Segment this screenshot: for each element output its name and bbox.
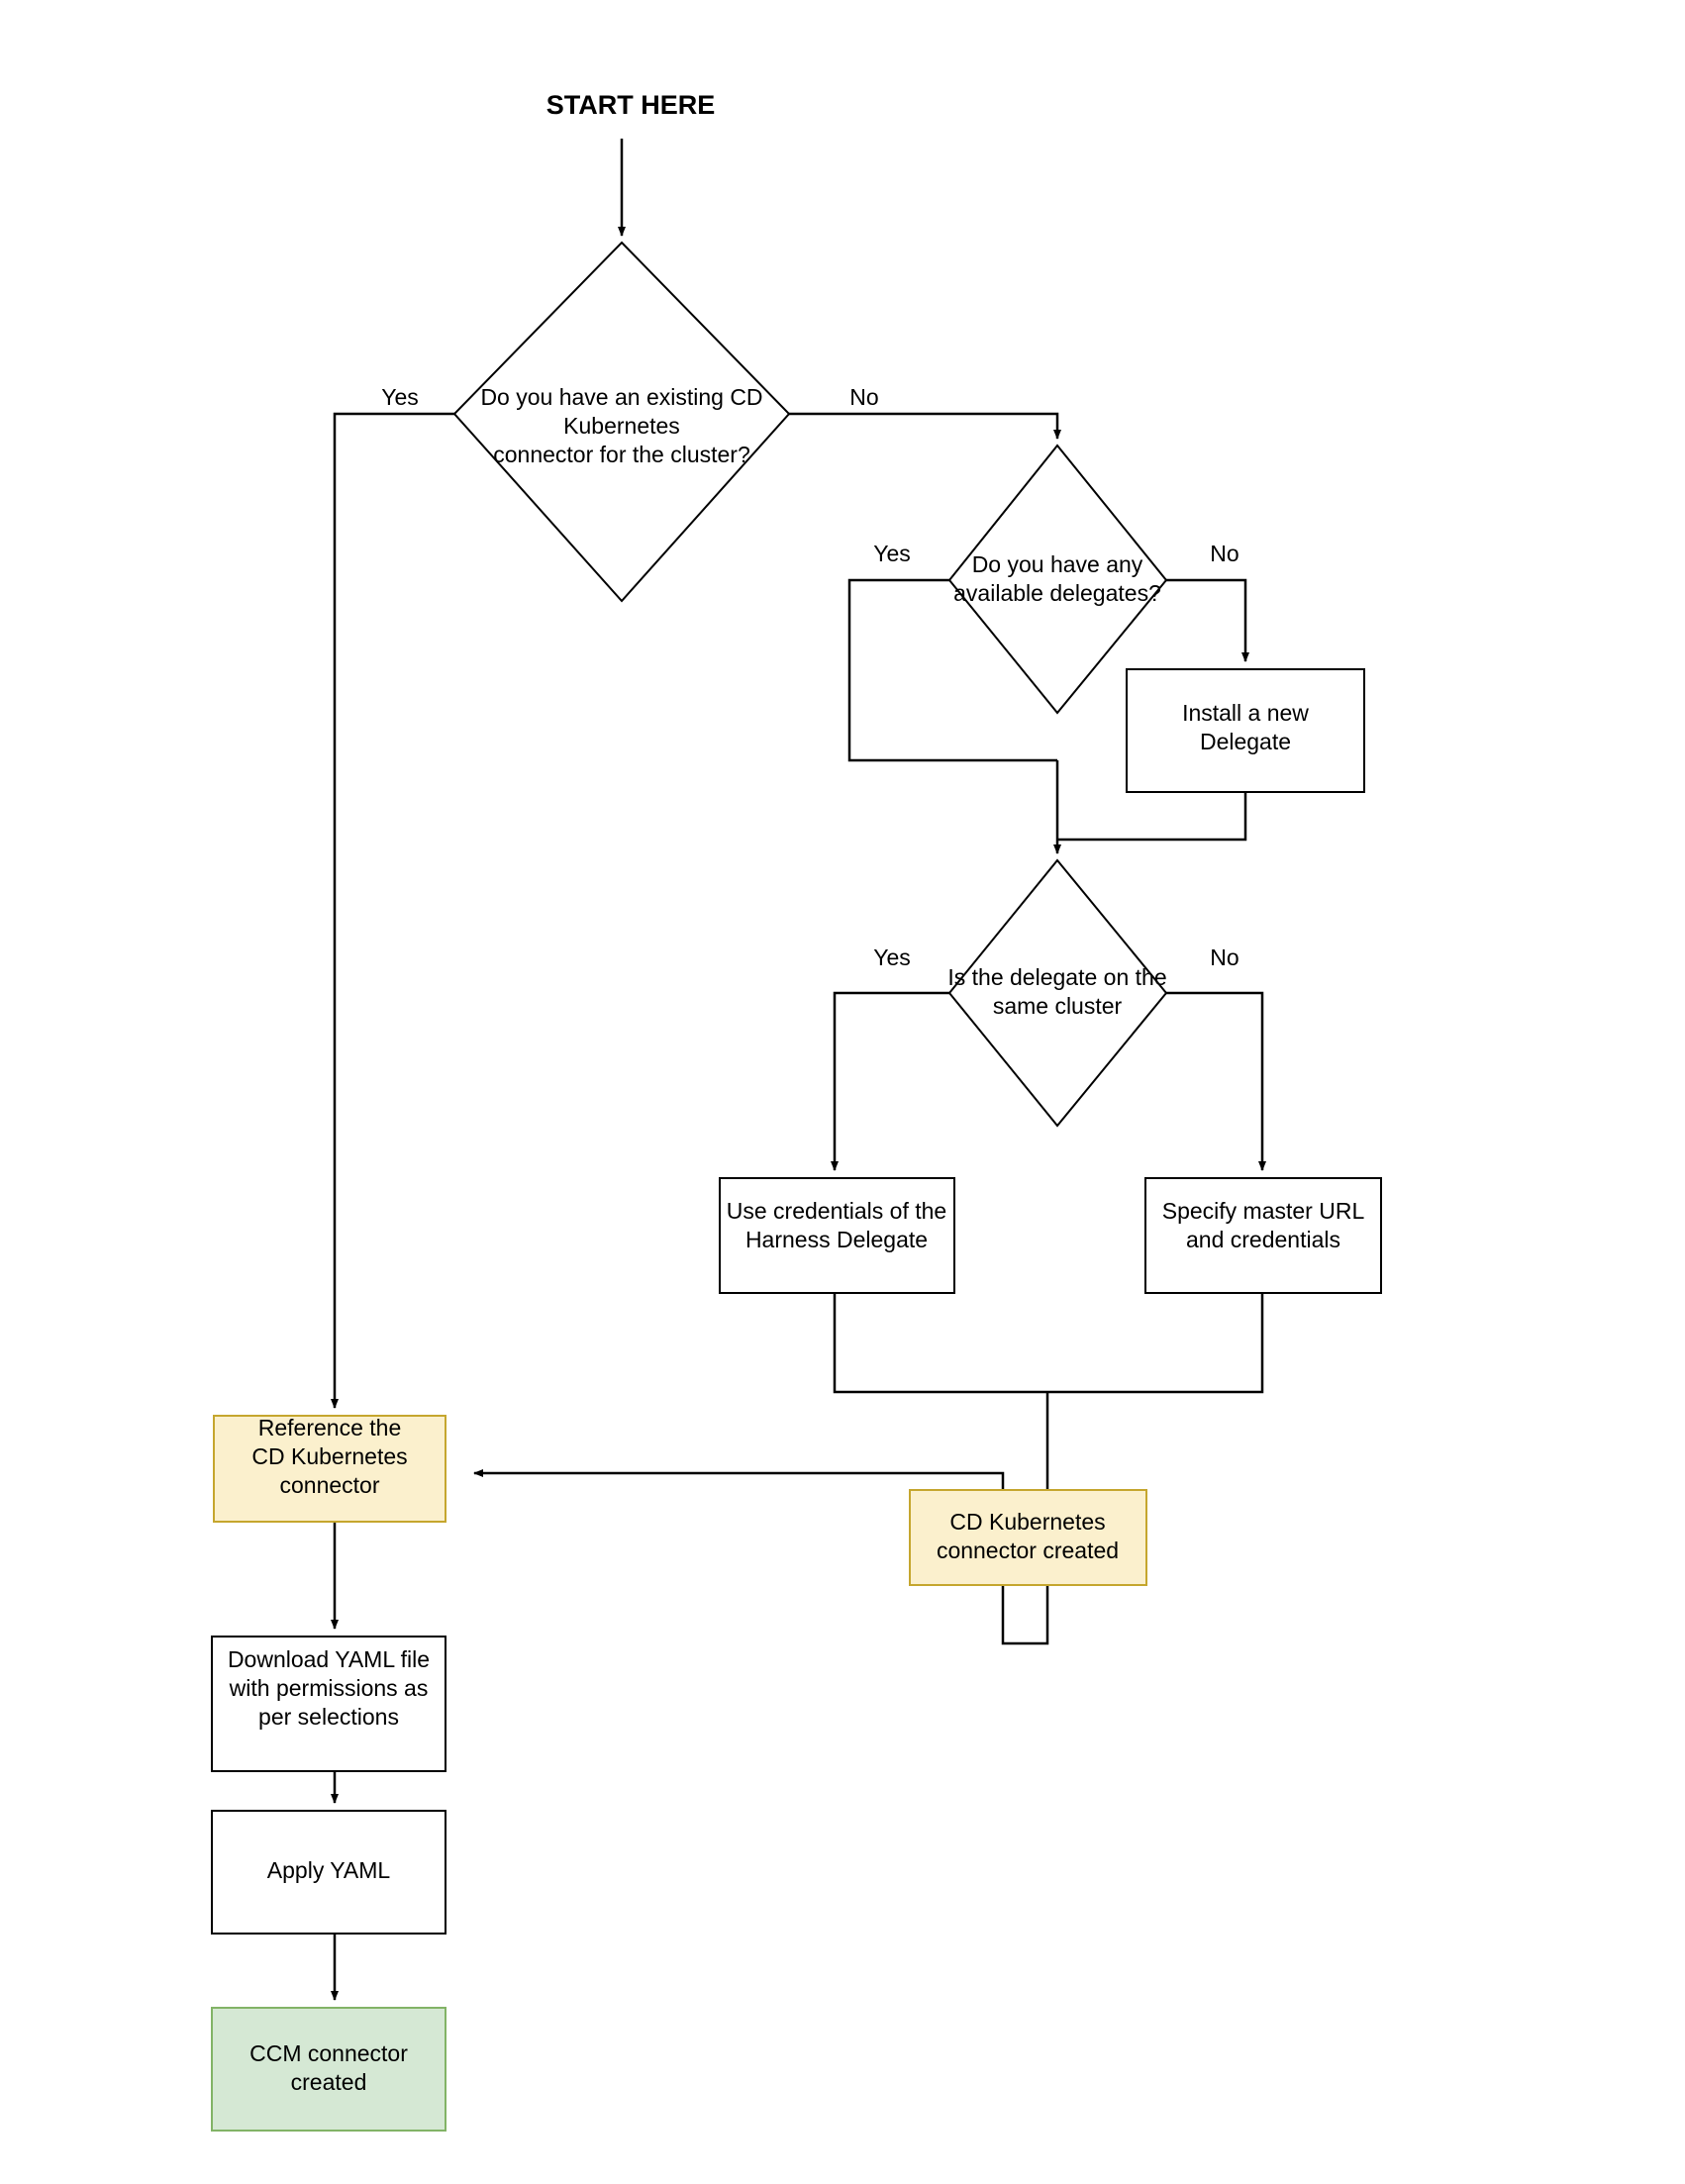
edge-label-decision3-no: No — [1210, 944, 1239, 970]
decision-line-2: same cluster — [993, 993, 1123, 1019]
decision-has-available-delegates[interactable]: Do you have any available delegates? — [947, 444, 1168, 715]
decision-diamond — [947, 858, 1168, 1128]
process-line-2: Harness Delegate — [745, 1227, 928, 1252]
process-line-1: Install a new — [1182, 700, 1309, 726]
edge-decision3-yes-to-use-credentials — [831, 991, 949, 1171]
edge-specify-master-url-to-merge — [1047, 1293, 1264, 1394]
start-here-label: START HERE — [546, 90, 716, 120]
process-install-new-delegate[interactable]: Install a new Delegate — [1126, 668, 1365, 793]
process-line-1: CD Kubernetes — [949, 1509, 1105, 1535]
process-box — [1126, 668, 1365, 793]
process-box — [909, 1489, 1147, 1586]
process-reference-cd-kubernetes-connector[interactable]: Reference the CD Kubernetes connector — [213, 1415, 446, 1523]
edge-decision1-no-to-decision2 — [789, 412, 1061, 440]
edge-label-decision2-no: No — [1210, 541, 1239, 566]
decision-line-2: available delegates? — [953, 580, 1161, 606]
process-box — [211, 1810, 446, 1935]
process-box — [719, 1177, 955, 1294]
decision-line-1: Do you have an existing CD — [480, 384, 762, 410]
process-cd-kubernetes-connector-created[interactable]: CD Kubernetes connector created — [909, 1489, 1147, 1586]
process-line-3: per selections — [258, 1704, 399, 1730]
process-box — [213, 1415, 446, 1523]
process-line-2: Delegate — [1200, 729, 1291, 754]
process-line-2: and credentials — [1186, 1227, 1340, 1252]
process-box — [1144, 1177, 1382, 1294]
decision-has-existing-cd-connector[interactable]: Do you have an existing CD Kubernetes co… — [452, 241, 791, 603]
edge-cd-connector-created-to-reference-connector — [473, 1469, 1049, 1645]
process-line-2: created — [291, 2069, 367, 2095]
process-use-harness-delegate-credentials[interactable]: Use credentials of the Harness Delegate — [719, 1177, 955, 1294]
process-line-1: Specify master URL — [1162, 1198, 1365, 1224]
decision-line-3: connector for the cluster? — [493, 442, 750, 467]
process-line-1: Apply YAML — [267, 1857, 391, 1883]
decision-delegate-same-cluster[interactable]: Is the delegate on the same cluster — [947, 858, 1168, 1128]
decision-line-1: Do you have any — [972, 551, 1143, 577]
edge-label-decision1-yes: Yes — [381, 384, 419, 410]
process-download-yaml-file[interactable]: Download YAML file with permissions as p… — [211, 1636, 446, 1772]
process-line-1: CCM connector — [249, 2040, 408, 2066]
edge-decision1-yes-to-reference-connector — [331, 412, 454, 1409]
process-apply-yaml[interactable]: Apply YAML — [211, 1810, 446, 1935]
process-line-2: connector created — [937, 1538, 1119, 1563]
process-specify-master-url[interactable]: Specify master URL and credentials — [1144, 1177, 1382, 1294]
edge-decision2-yes-to-merge — [847, 578, 1057, 762]
edge-install-delegate-to-merge — [1057, 792, 1247, 842]
process-line-3: connector — [279, 1472, 379, 1498]
process-line-1: Download YAML file — [228, 1646, 430, 1672]
decision-diamond — [452, 241, 791, 603]
process-box — [211, 1636, 446, 1772]
edge-label-decision3-yes: Yes — [873, 944, 911, 970]
edge-decision3-no-to-specify-master-url — [1166, 991, 1266, 1171]
decision-line-1: Is the delegate on the — [947, 964, 1166, 990]
edge-use-credentials-to-merge — [833, 1293, 1047, 1394]
process-box — [211, 2007, 446, 2132]
edge-decision2-no-to-install-delegate — [1166, 578, 1249, 662]
edge-label-decision1-no: No — [849, 384, 878, 410]
process-ccm-connector-created[interactable]: CCM connector created — [211, 2007, 446, 2132]
process-line-2: with permissions as — [229, 1675, 429, 1701]
edge-label-decision2-yes: Yes — [873, 541, 911, 566]
decision-line-2: Kubernetes — [563, 413, 680, 439]
process-line-1: Reference the — [258, 1415, 401, 1440]
process-line-2: CD Kubernetes — [251, 1443, 407, 1469]
process-line-1: Use credentials of the — [727, 1198, 946, 1224]
decision-diamond — [947, 444, 1168, 715]
